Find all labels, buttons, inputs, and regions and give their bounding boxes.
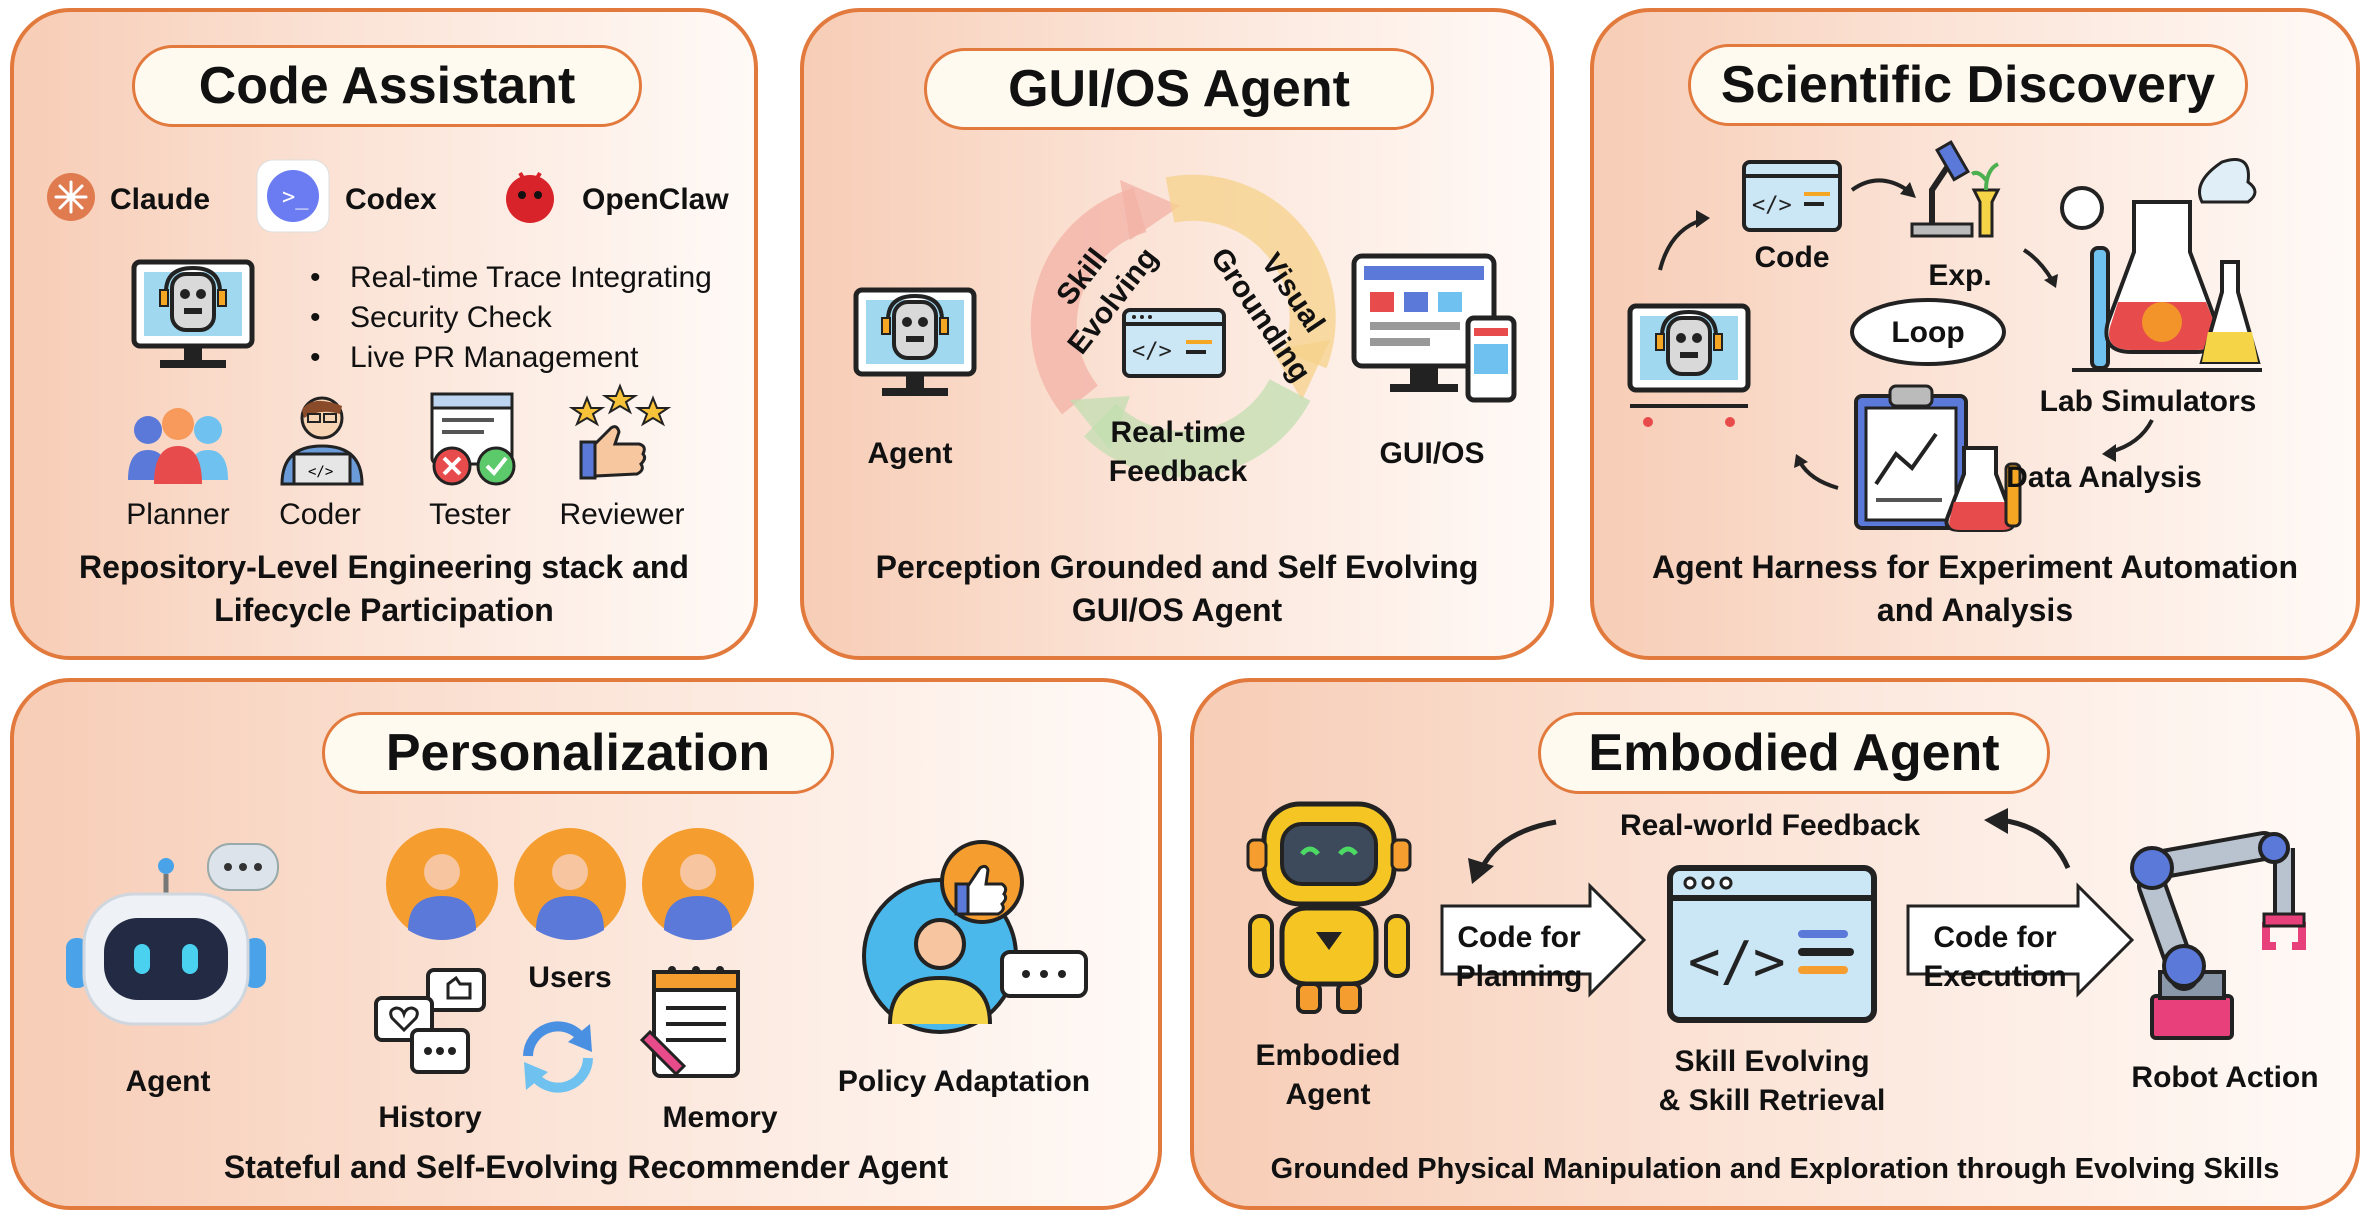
emb-execution-label: Code for Execution	[1910, 918, 2080, 996]
execution-arrow-icon	[1906, 882, 2135, 998]
gui-agent-label: Agent	[867, 437, 953, 470]
panel-title-embodied-agent: Embodied Agent	[1538, 712, 2050, 794]
panel-title-code-assistant: Code Assistant	[132, 45, 642, 127]
bullet-item: Real-time Trace Integrating	[310, 258, 712, 298]
emb-robot-label: Robot Action	[2131, 1061, 2319, 1094]
role-reviewer: Reviewer	[559, 498, 685, 531]
gui-os-label: GUI/OS	[1379, 437, 1485, 470]
microscope-icon	[1910, 140, 2001, 238]
realtime-feedback-line2: Feedback	[1108, 455, 1248, 488]
code-bullet-list: Real-time Trace Integrating Security Che…	[310, 258, 712, 378]
feedback-cycle-icon	[1030, 174, 1336, 478]
pers-agent-label: Agent	[125, 1065, 211, 1098]
panel-title-scientific-discovery: Scientific Discovery	[1688, 44, 2248, 126]
role-coder: Coder	[279, 498, 361, 531]
pers-users-label: Users	[528, 961, 612, 994]
code-window-icon: </>	[1122, 308, 1226, 378]
realtime-feedback-label: Real-time Feedback	[1098, 413, 1258, 491]
bullet-item: Live PR Management	[310, 338, 712, 378]
emb-feedback-label: Real-world Feedback	[1619, 809, 1921, 842]
caption-line: and Analysis	[1876, 592, 2074, 629]
memory-notepad-icon	[639, 966, 740, 1078]
emb-skill-line2: & Skill Retrieval	[1658, 1084, 1886, 1117]
robot-monitor-icon	[853, 287, 977, 396]
sci-exp-label: Exp.	[1928, 259, 1992, 292]
code-window-icon: </>	[1667, 865, 1877, 1023]
emb-skill-line1: Skill Evolving	[1674, 1045, 1870, 1078]
caption-code-assistant: Repository-Level Engineering stack and L…	[20, 546, 748, 632]
pers-memory-label: Memory	[662, 1101, 778, 1134]
emb-agent-label: Embodied Agent	[1228, 1036, 1428, 1114]
robot-monitor-icon	[131, 259, 255, 368]
caption-line: Repository-Level Engineering stack and	[79, 549, 689, 585]
emb-planning-line1: Code for	[1457, 921, 1581, 954]
tester-icon	[430, 392, 516, 486]
code-window-icon: </>	[1742, 160, 1842, 232]
tool-codex: Codex	[345, 183, 437, 216]
clipboard-analysis-icon	[1854, 384, 2022, 532]
chatbot-icon	[66, 843, 279, 1026]
role-tester: Tester	[429, 498, 511, 531]
history-chat-icon	[374, 968, 486, 1074]
planner-team-icon	[128, 408, 228, 484]
robot-arm-icon	[2130, 831, 2306, 1040]
tool-openclaw: OpenClaw	[582, 183, 729, 216]
caption-line: Perception Grounded and Self Evolving	[875, 549, 1479, 585]
emb-agent-line1: Embodied	[1255, 1039, 1401, 1072]
svg-text:</>: </>	[1752, 193, 1792, 218]
caption-line: GUI/OS Agent	[1071, 592, 1283, 629]
openclaw-icon	[506, 171, 554, 223]
sci-loop-label: Loop	[1891, 316, 1965, 349]
svg-text:</>: </>	[1132, 339, 1172, 364]
robot-monitor-icon	[1627, 303, 1751, 427]
bullet-item: Security Check	[310, 298, 712, 338]
sci-lab-label: Lab Simulators	[2039, 385, 2257, 418]
emb-agent-line2: Agent	[1285, 1078, 1371, 1111]
codex-icon: >_	[256, 159, 330, 233]
sci-data-label: Data Analysis	[2006, 461, 2202, 494]
feedback-arrows-icon	[1468, 808, 2071, 884]
panel-title-gui-os-agent: GUI/OS Agent	[924, 48, 1434, 130]
loop-oval-icon	[1850, 298, 2006, 366]
emb-execution-line1: Code for	[1933, 921, 2057, 954]
embodied-robot-icon	[1246, 801, 1412, 1014]
pers-policy-label: Policy Adaptation	[837, 1065, 1091, 1098]
sync-arrows-icon	[523, 1021, 593, 1093]
lab-flasks-icon	[2060, 158, 2262, 372]
sci-code-label: Code	[1754, 241, 1830, 274]
planning-arrow-icon	[1440, 882, 1647, 998]
users-avatars-icon	[386, 828, 754, 940]
emb-skill-label: Skill Evolving & Skill Retrieval	[1622, 1042, 1922, 1120]
svg-text:>_: >_	[282, 185, 309, 210]
emb-execution-line2: Execution	[1923, 960, 2067, 993]
emb-planning-label: Code for Planning	[1444, 918, 1594, 996]
cycle-arrows-icon	[1658, 178, 2154, 490]
role-planner: Planner	[126, 498, 230, 531]
caption-gui-os-agent: Perception Grounded and Self Evolving GU…	[810, 546, 1544, 632]
claude-icon	[47, 173, 95, 221]
tool-claude: Claude	[110, 183, 211, 216]
coder-icon: </>	[280, 396, 364, 486]
gui-os-devices-icon	[1351, 253, 1517, 403]
reviewer-icon	[568, 383, 672, 480]
caption-embodied-agent: Grounded Physical Manipulation and Explo…	[1270, 1153, 2280, 1185]
emb-planning-line2: Planning	[1455, 960, 1583, 993]
caption-scientific-discovery: Agent Harness for Experiment Automation …	[1600, 546, 2350, 632]
svg-text:</>: </>	[308, 464, 333, 480]
panel-title-personalization: Personalization	[322, 712, 834, 794]
policy-adaptation-icon	[862, 840, 1088, 1034]
svg-text:</>: </>	[1688, 930, 1786, 993]
realtime-feedback-line1: Real-time	[1110, 416, 1246, 449]
caption-line: Agent Harness for Experiment Automation	[1651, 549, 2298, 585]
caption-personalization: Stateful and Self-Evolving Recommender A…	[223, 1149, 949, 1185]
caption-line: Lifecycle Participation	[214, 592, 554, 629]
pers-history-label: History	[378, 1101, 482, 1134]
